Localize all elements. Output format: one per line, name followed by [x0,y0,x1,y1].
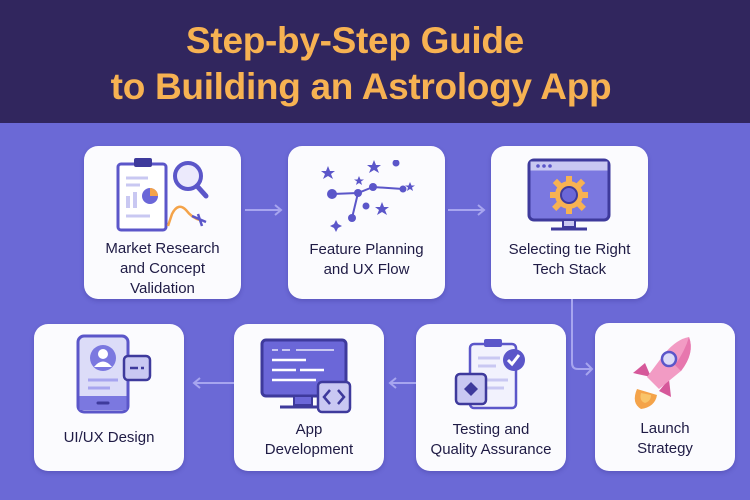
label-line: Tech Stack [532,261,607,278]
step-label: Market Research and Concept Validation [84,239,241,299]
step-label: UI/UX Design [34,428,184,448]
step-card-feature-planning: Feature Planning and UX Flow [288,146,445,299]
phone-profile-icon [76,334,152,414]
label-line: App [295,421,323,438]
label-line: Strategy [637,440,693,457]
title-line-2: to Building an Astrology App [110,66,612,107]
step-label: Selecting tıe Right Tech Stack [491,240,648,280]
step-label: App Development [234,420,384,460]
step-card-tech-stack: Selecting tıe Right Tech Stack [491,146,648,299]
step-card-app-development: App Development [234,324,384,471]
clipboard-magnifier-icon [116,158,209,232]
step-label: Launch Strategy [595,419,735,459]
step-card-market-research: Market Research and Concept Validation [84,146,241,299]
step-label: Testing and Quality Assurance [416,420,566,460]
arrow-left-icon [192,377,234,389]
page-title: Step-by-Step Guide to Building an Astrol… [0,18,750,110]
label-line: UI/UX Design [63,429,155,446]
arrow-down-right-icon [571,299,594,376]
constellation-icon [321,160,415,232]
label-line: Development [264,441,354,458]
step-card-launch-strategy: Launch Strategy [595,323,735,471]
rocket-icon [633,337,691,409]
arrow-left-icon [388,377,416,389]
monitor-gear-icon [527,158,611,231]
arrow-right-icon [245,204,283,216]
title-line-1: Step-by-Step Guide [186,20,524,61]
label-line: Feature Planning [309,241,424,258]
label-line: Market Research [105,240,220,257]
label-line: Launch [640,420,690,437]
arrow-right-icon [448,204,486,216]
label-line: and UX Flow [323,261,410,278]
label-line: and Concept [119,260,206,277]
step-card-testing-qa: Testing and Quality Assurance [416,324,566,471]
label-line: Validation [130,280,195,297]
clipboard-check-icon [454,339,525,410]
label-line: Selecting tıe Right [508,241,631,258]
label-line: Testing and [452,421,530,438]
label-line: Quality Assurance [430,441,552,458]
monitor-code-icon [260,338,352,414]
step-label: Feature Planning and UX Flow [288,240,445,280]
header-banner: Step-by-Step Guide to Building an Astrol… [0,0,750,123]
step-card-ui-ux-design: UI/UX Design [34,324,184,471]
